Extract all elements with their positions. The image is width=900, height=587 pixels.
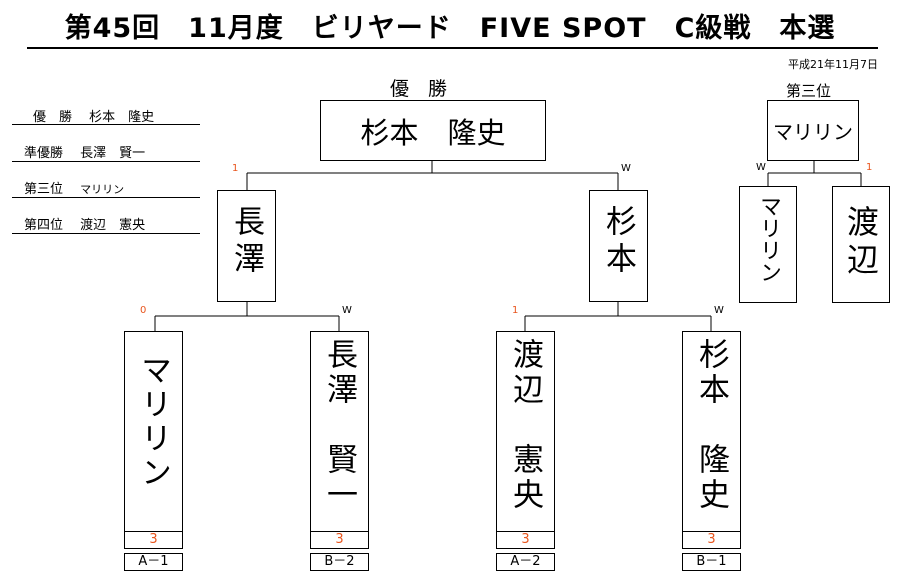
- result-row-4: 第四位 渡辺 憲央: [24, 214, 145, 233]
- result-rule: [12, 197, 200, 198]
- result-row-1: 優 勝 杉本 隆史: [33, 106, 154, 125]
- r1-score-2: W: [342, 305, 352, 316]
- third-right-score: 1: [866, 162, 873, 173]
- r1-points-3: 3: [496, 531, 555, 549]
- result-rank: 準優勝: [24, 146, 64, 161]
- r1-name-3: 渡辺 憲央: [507, 338, 543, 513]
- r1-score-1: 0: [140, 305, 147, 316]
- champion-box: 杉本 隆史: [320, 100, 546, 161]
- r1-points-1: 3: [124, 531, 183, 549]
- r1-score-3: 1: [512, 305, 519, 316]
- champion-name: 杉本 隆史: [360, 115, 506, 150]
- r1-seed-3: A－2: [496, 553, 555, 571]
- semi-right-box: 杉本: [589, 190, 648, 302]
- third-place-box: マリリン: [767, 100, 859, 161]
- r1-box-3: 渡辺 憲央: [496, 331, 555, 532]
- r1-seed-4: B－1: [682, 553, 741, 571]
- r1-box-2: 長澤 賢一: [310, 331, 369, 532]
- r1-points-4: 3: [682, 531, 741, 549]
- semi-right-score: W: [621, 163, 631, 174]
- r1-box-1: マリリン: [124, 331, 183, 532]
- result-rule: [12, 233, 200, 234]
- result-name: 渡辺 憲央: [80, 218, 146, 233]
- third-left-score: W: [756, 162, 766, 173]
- page-title: 第45回 11月度 ビリヤード FIVE SPOT C級戦 本選: [64, 13, 836, 44]
- result-rank: 第四位: [24, 218, 64, 233]
- r1-name-1: マリリン: [135, 354, 171, 490]
- third-place-heading: 第三位: [786, 82, 832, 100]
- result-rank: 第三位: [24, 182, 64, 197]
- result-rule: [12, 161, 200, 162]
- title-underline: [27, 47, 878, 49]
- r1-score-4: W: [714, 305, 724, 316]
- event-date: 平成21年11月7日: [788, 58, 878, 71]
- r1-points-2: 3: [310, 531, 369, 549]
- semi-left-box: 長澤: [217, 190, 276, 302]
- third-left-box: マリリン: [739, 186, 797, 303]
- r1-box-4: 杉本 隆史: [682, 331, 741, 532]
- semi-left-name: 長澤: [228, 205, 264, 279]
- result-rank: 優 勝: [33, 110, 73, 125]
- r1-name-4: 杉本 隆史: [693, 338, 729, 513]
- result-name: 杉本 隆史: [89, 110, 155, 125]
- result-rule: [12, 124, 200, 125]
- semi-right-name: 杉本: [600, 205, 636, 279]
- third-left-name: マリリン: [756, 195, 781, 283]
- result-name: マリリン: [80, 183, 125, 196]
- result-name: 長澤 賢一: [80, 146, 146, 161]
- third-right-name: 渡辺: [842, 205, 880, 281]
- champion-heading: 優 勝: [390, 78, 448, 100]
- third-place-name: マリリン: [773, 120, 853, 144]
- result-row-3: 第三位 マリリン: [24, 178, 124, 197]
- r1-seed-1: A－1: [124, 553, 183, 571]
- semi-left-score: 1: [232, 163, 239, 174]
- result-row-2: 準優勝 長澤 賢一: [24, 142, 145, 161]
- third-right-box: 渡辺: [832, 186, 890, 303]
- r1-name-2: 長澤 賢一: [321, 338, 357, 513]
- r1-seed-2: B－2: [310, 553, 369, 571]
